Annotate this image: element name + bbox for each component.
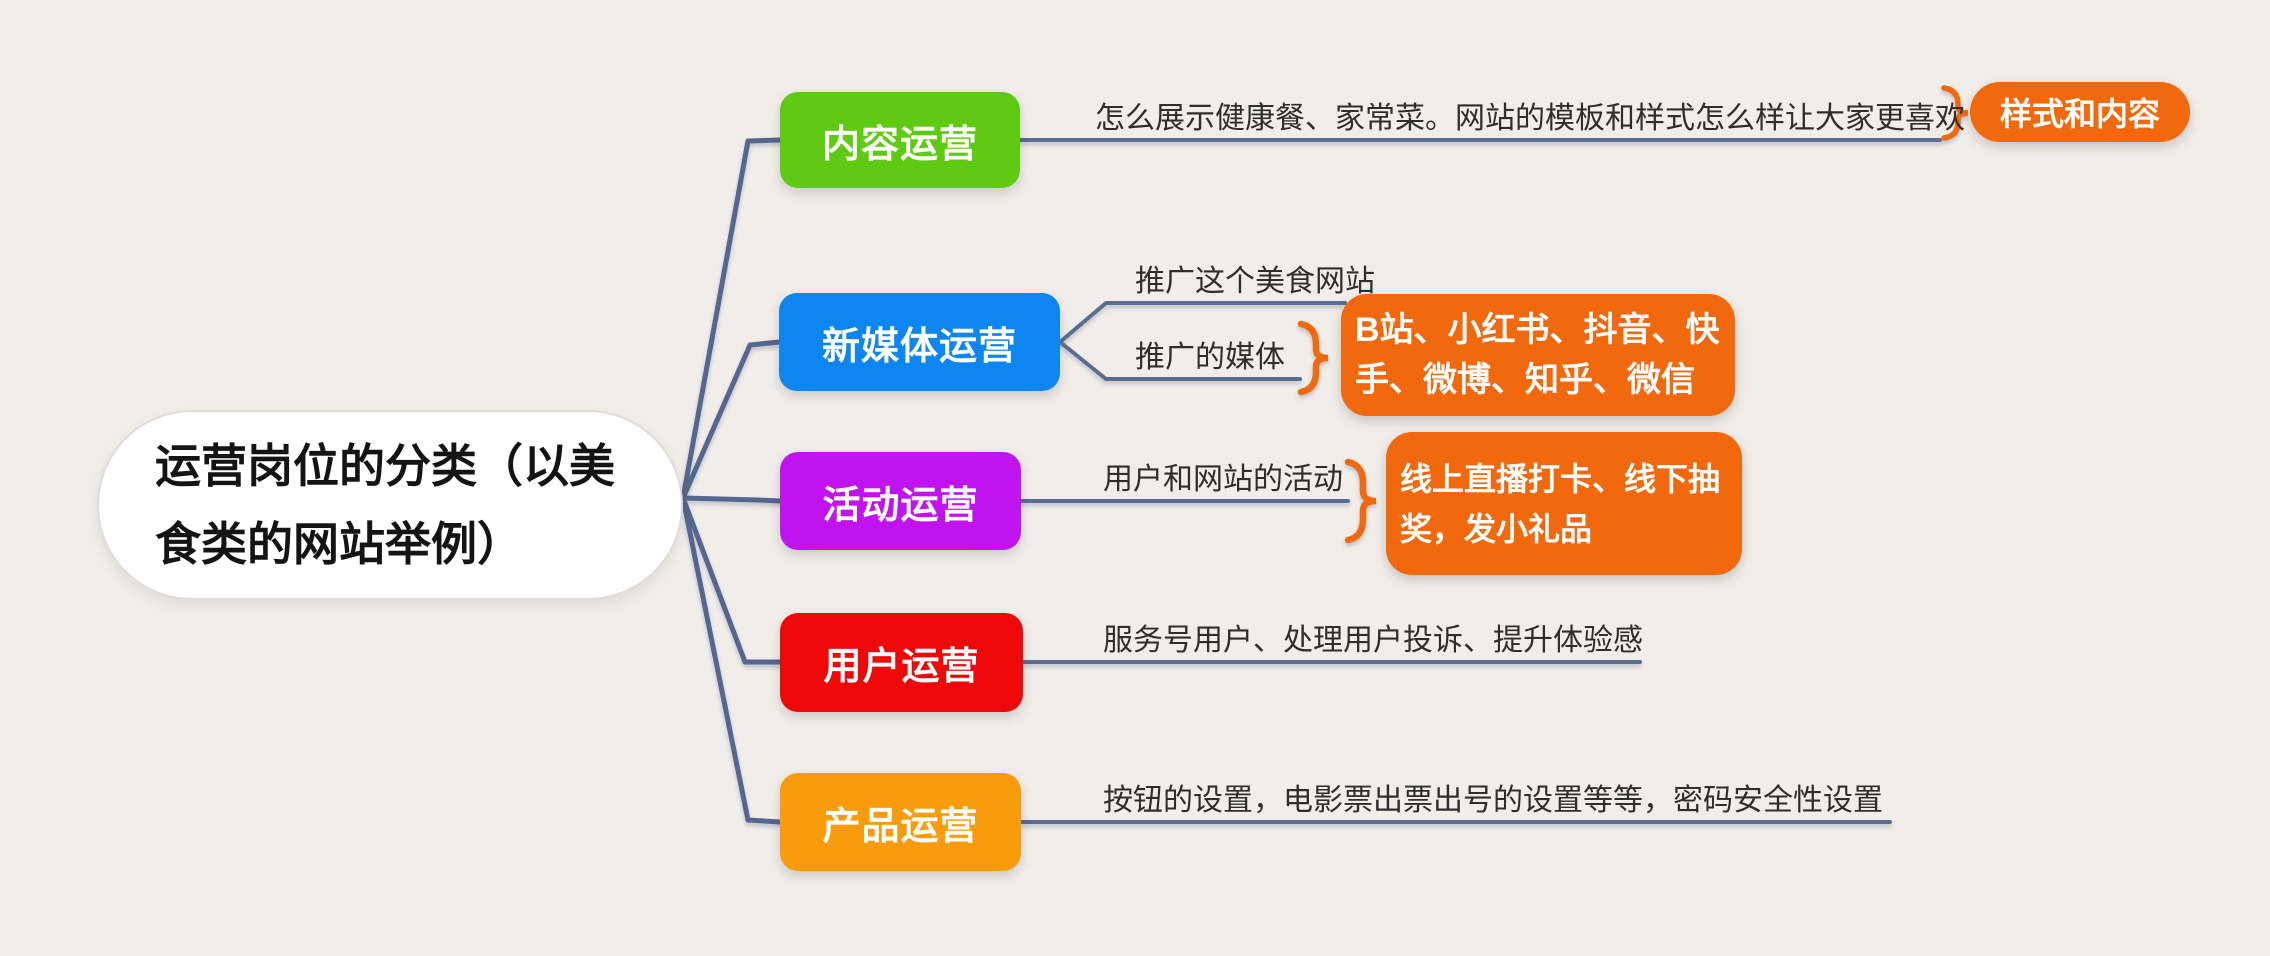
note-user-ops[interactable]: 服务号用户、处理用户投诉、提升体验感 [1103,624,1643,657]
connector-root-to-content [680,137,783,501]
underline-promote-site [1058,301,1347,344]
curly-brace-icon [1344,458,1377,544]
note-content-ops[interactable]: 怎么展示健康餐、家常菜。网站的模板和样式怎么样让大家更喜欢 [1095,102,1965,135]
subtopic-note-promote-media[interactable]: 推广的媒体 [1135,341,1285,374]
curly-brace-icon [1297,320,1329,396]
branch-label: 新媒体运营 [821,325,1017,368]
root-topic-label: 运营岗位的分类（以美食类的网站举例） [155,439,615,570]
branch-label: 内容运营 [821,123,978,166]
child-node-style-and-content[interactable]: 样式和内容 [1970,82,2190,142]
connector-root-to-user [680,495,783,665]
note-product-ops[interactable]: 按钮的设置，电影票出票出号的设置等等，密码安全性设置 [1103,784,1883,817]
branch-label: 活动运营 [822,484,979,527]
branch-label: 产品运营 [822,805,979,848]
connector-root-to-new-media [680,339,782,501]
underline-promote-media [1058,340,1302,381]
note-activity-ops[interactable]: 用户和网站的活动 [1103,463,1343,496]
child-node-activity-examples[interactable]: 线上直播打卡、线下抽奖，发小礼品 [1386,432,1742,575]
child-node-media-list[interactable]: B站、小红书、抖音、快手、微博、知乎、微信 [1341,294,1735,416]
branch-node-activity-ops[interactable]: 活动运营 [780,452,1021,550]
branch-node-user-ops[interactable]: 用户运营 [780,613,1023,712]
connector-root-to-activity [680,495,783,504]
connector-root-to-product [680,495,783,825]
curly-brace-icon [1941,85,1969,141]
branch-node-new-media-ops[interactable]: 新媒体运营 [779,293,1060,391]
branch-node-content-ops[interactable]: 内容运营 [780,92,1020,188]
branch-label: 用户运营 [823,646,980,688]
root-topic-node[interactable]: 运营岗位的分类（以美食类的网站举例） [97,410,683,600]
subtopic-note-promote-site[interactable]: 推广这个美食网站 [1135,265,1375,298]
branch-node-product-ops[interactable]: 产品运营 [780,773,1021,871]
